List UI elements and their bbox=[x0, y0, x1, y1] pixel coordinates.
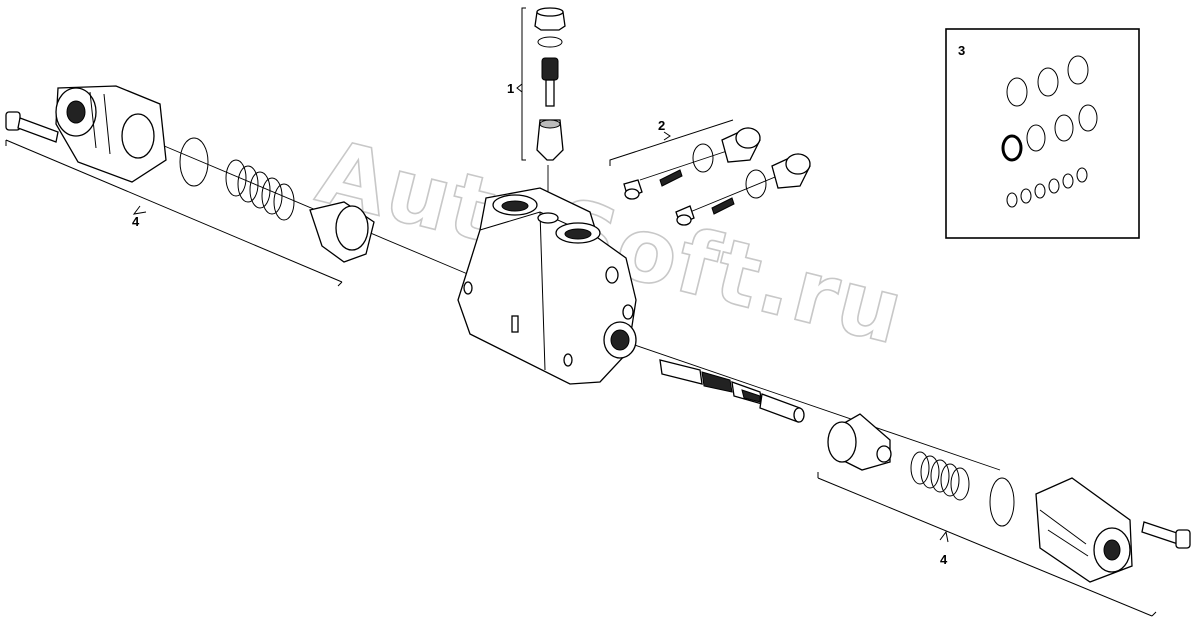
poppet bbox=[536, 119, 564, 161]
kit-2-check-valves: 2 bbox=[609, 118, 811, 226]
callout-1: 1 bbox=[507, 81, 514, 96]
assembly-axis-lines bbox=[149, 139, 1001, 471]
end-cap-assembly-left: 4 bbox=[5, 85, 375, 287]
adjust-screw bbox=[541, 57, 559, 81]
kit-1-relief-cartridge: 1 bbox=[507, 7, 566, 161]
callout-4-left: 4 bbox=[132, 214, 140, 229]
spool bbox=[659, 359, 805, 423]
valve-section-body bbox=[457, 187, 637, 385]
callout-3: 3 bbox=[958, 43, 965, 58]
callout-2: 2 bbox=[658, 118, 665, 133]
kit-3-seal-kit: 3 bbox=[945, 28, 1140, 239]
back-up-ring bbox=[1001, 134, 1023, 162]
seal-kit-frame bbox=[945, 28, 1140, 239]
o-ring bbox=[537, 36, 563, 48]
callout-4-right: 4 bbox=[940, 552, 948, 567]
end-cap-assembly-right: 4 bbox=[817, 413, 1191, 617]
